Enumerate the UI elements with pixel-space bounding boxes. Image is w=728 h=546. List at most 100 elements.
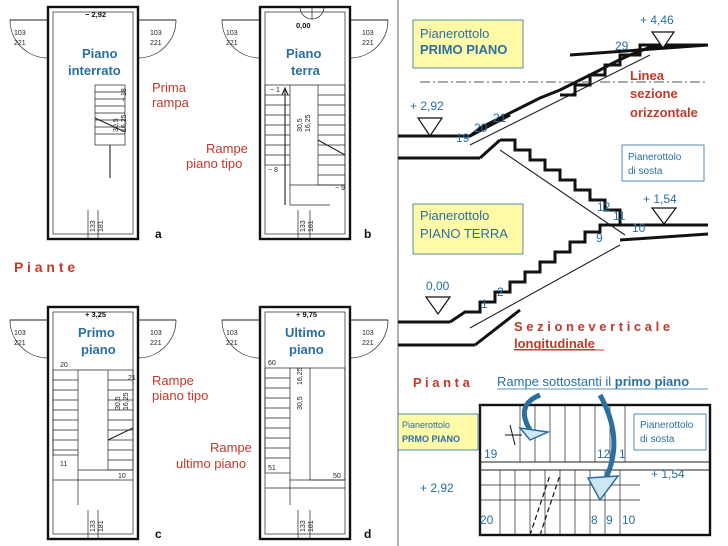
plan-a-elevation: − 2,92	[85, 10, 106, 19]
plan-b-width-bot: 181	[308, 220, 315, 232]
pianta-rampe-text: Rampe sottostanti il primo piano	[497, 374, 689, 389]
plan-d-dim-3: 16,25	[297, 367, 304, 385]
plan-d-door-bot-left: 221	[226, 340, 238, 347]
plan-b-door-bot-left: 221	[226, 40, 238, 47]
plan-a-title-1: Piano	[82, 46, 117, 61]
pianta-step-10: 10	[622, 513, 636, 527]
plan-d: 103 221 103 221 + 9,75 60 30,5 16,25 51 …	[221, 305, 389, 541]
plan-d-dim-4: 51	[268, 465, 276, 472]
sezione-title-2: longitudinale	[514, 336, 595, 351]
section-step-1: 1	[481, 297, 488, 311]
plan-c-dim-1: 20	[60, 362, 68, 369]
section-box2-line1: Pianerottolo	[420, 208, 489, 223]
section-elev-000: 0,00	[426, 279, 450, 293]
plan-b-tag: b	[364, 227, 371, 241]
rampe-ultimo-label-1: Rampe	[210, 440, 252, 455]
section-step-21: 21	[493, 111, 507, 125]
pianta-title: P i a n t a	[413, 375, 471, 390]
plan-c-door-top-right: 103	[150, 330, 162, 337]
plan-c: 103 221 103 221 + 3,25 20 21 30,5 16,25 …	[9, 305, 177, 541]
section-step-29: 29	[615, 39, 629, 53]
pianta-step-12: 12	[597, 447, 611, 461]
plan-b-title-2: terra	[291, 63, 321, 78]
plan-b-door-top-left: 103	[226, 30, 238, 37]
piante-title: P i a n t e	[14, 259, 75, 275]
plan-d-dim-1: 60	[268, 360, 276, 367]
pianta-elev-292: + 2,92	[420, 481, 454, 495]
pianta-elev-154: + 1,54	[651, 467, 685, 481]
rampe-ultimo-label-2: ultimo piano	[176, 456, 246, 471]
section-box-piano-terra	[412, 203, 524, 255]
vertical-section: Pianerottolo PRIMO PIANO Pianerottolo PI…	[397, 0, 709, 546]
plan-a: 103 221 103 221 − 2,92 − 18 30,5 16,25 1…	[9, 5, 177, 241]
pianta-plan: P i a n t a Rampe sottostanti il primo p…	[397, 374, 712, 537]
plan-c-dim-4: 16,25	[123, 392, 130, 410]
plan-d-door-bot-right: 221	[362, 340, 374, 347]
section-elev-154: + 1,54	[643, 192, 677, 206]
plan-c-door-bot-left: 221	[14, 340, 26, 347]
plan-b-door-top-right: 103	[362, 30, 374, 37]
plan-c-dim-5: 11	[60, 461, 67, 468]
plan-c-door-top-left: 103	[14, 330, 26, 337]
plan-b-dim-1: − 1	[270, 87, 280, 94]
section-step-2: 2	[497, 285, 504, 299]
section-elev-292: + 2,92	[410, 99, 444, 113]
plan-a-dim-3: 16,25	[121, 114, 128, 132]
plan-d-dim-2: 30,5	[297, 396, 304, 410]
linea-label-2: sezione	[630, 86, 678, 101]
rampe-tipo-c-label-2: piano tipo	[152, 388, 208, 403]
plan-c-width-top: 133	[90, 520, 97, 532]
plan-c-tag: c	[155, 527, 162, 541]
plan-d-width-bot: 181	[308, 520, 315, 532]
plan-d-title-2: piano	[289, 342, 324, 357]
pianta-box-left-line2: PRMO PIANO	[402, 434, 460, 444]
section-box1-line2: PRIMO PIANO	[420, 42, 507, 57]
plan-a-door-top-right: 103	[150, 30, 162, 37]
section-step-19: 19	[456, 131, 470, 145]
section-box2-line2: PIANO TERRA	[420, 226, 508, 241]
plan-a-title-2: interrato	[68, 63, 121, 78]
plan-b-dim-3: 16,25	[305, 114, 312, 132]
pianta-box-right-line1: Pianerottolo	[640, 420, 694, 431]
section-step-10: 10	[632, 221, 646, 235]
plan-a-door-bot-left: 221	[14, 40, 26, 47]
pianta-step-19: 19	[484, 447, 498, 461]
prima-rampa-label-2: rampa	[152, 95, 190, 110]
pianta-step-9: 9	[606, 513, 613, 527]
rampe-tipo-c-label-1: Rampe	[152, 373, 194, 388]
plan-d-door-top-right: 103	[362, 330, 374, 337]
plan-b: 103 221 103 221 0,00 − 1 30,5 16,25 − 8 …	[221, 5, 389, 241]
plan-d-door-top-left: 103	[226, 330, 238, 337]
plan-b-dim-4: − 8	[268, 167, 278, 174]
section-elev-446: + 4,46	[640, 13, 674, 27]
pianta-box-right-line2: di sosta	[640, 434, 675, 445]
pianta-step-8: 8	[591, 513, 598, 527]
pianta-box-left-line1: Pianerottolo	[402, 420, 450, 430]
plan-a-dim-1: − 18	[121, 88, 128, 102]
section-step-9: 9	[596, 231, 603, 245]
rampe-tipo-b-label-2: piano tipo	[186, 156, 242, 171]
plan-d-elevation: + 9,75	[296, 310, 317, 319]
plan-a-width-bot: 181	[98, 220, 105, 232]
plan-d-tag: d	[364, 527, 371, 541]
section-step-20: 20	[474, 121, 488, 135]
plan-c-elevation: + 3,25	[85, 310, 106, 319]
section-box-primo-piano	[412, 19, 524, 69]
plan-c-title-2: piano	[81, 342, 116, 357]
plan-d-dim-5: 50	[333, 473, 341, 480]
plan-b-dim-2: 30,5	[297, 118, 304, 132]
plan-a-dim-2: 30,5	[113, 118, 120, 132]
plan-a-width-top: 133	[90, 220, 97, 232]
prima-rampa-label-1: Prima	[152, 80, 187, 95]
plan-b-width-top: 133	[300, 220, 307, 232]
pianta-step-1: 1	[619, 447, 626, 461]
section-step-11: 11	[613, 209, 626, 223]
linea-label-3: orizzontale	[630, 105, 698, 120]
plan-c-dim-3: 30,5	[115, 396, 122, 410]
pianta-step-20: 20	[480, 513, 494, 527]
plan-b-title-1: Piano	[286, 46, 321, 61]
plan-c-dim-2: 21	[128, 375, 136, 382]
section-sosta-line2: di sosta	[628, 166, 663, 177]
section-step-12: 12	[597, 200, 611, 214]
